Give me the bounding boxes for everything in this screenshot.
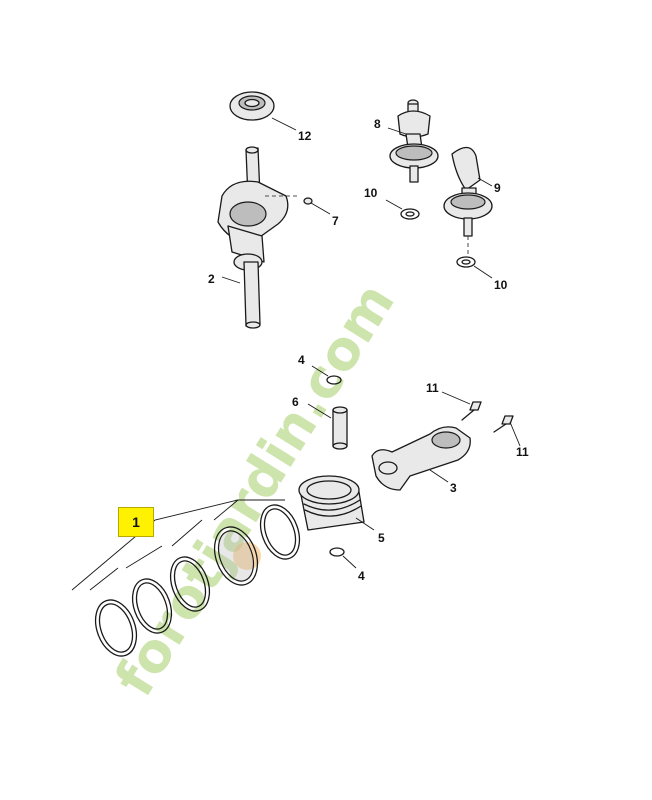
circlip-part-4-b xyxy=(329,547,357,569)
washer-part-10-a xyxy=(385,199,420,220)
piston-part-5 xyxy=(298,475,375,531)
key-part-7 xyxy=(303,197,331,215)
callout-3[interactable]: 3 xyxy=(450,481,457,495)
callout-11-a[interactable]: 11 xyxy=(426,381,439,395)
callout-6[interactable]: 6 xyxy=(292,395,299,409)
circlip-part-4-a xyxy=(311,365,342,385)
watermark: forotjardin.com xyxy=(103,272,407,707)
balance-shaft-part-9 xyxy=(443,146,493,256)
piston-pin-part-6 xyxy=(307,403,348,450)
callout-10-a[interactable]: 10 xyxy=(364,186,378,200)
callout-11-b[interactable]: 11 xyxy=(516,445,529,459)
callout-4-b[interactable]: 4 xyxy=(358,569,365,583)
bolt-part-11-a xyxy=(441,391,482,421)
washer-part-10-b xyxy=(456,256,493,279)
balance-shaft-part-8 xyxy=(387,99,439,183)
bolt-part-11-b xyxy=(493,415,521,447)
connecting-rod-part-3 xyxy=(371,426,471,491)
bearing-part-12 xyxy=(229,91,297,131)
callout-1-highlight[interactable]: 1 xyxy=(118,507,154,537)
callout-8[interactable]: 8 xyxy=(374,117,381,131)
watermark-text: forotjardin.com xyxy=(103,272,407,707)
callout-9[interactable]: 9 xyxy=(494,181,501,195)
callout-2[interactable]: 2 xyxy=(208,272,215,286)
callout-10-b[interactable]: 10 xyxy=(494,278,508,292)
crankshaft-part-2 xyxy=(217,146,300,329)
callout-4-a[interactable]: 4 xyxy=(298,353,305,367)
callout-5[interactable]: 5 xyxy=(378,531,385,545)
callout-7[interactable]: 7 xyxy=(332,214,339,228)
callout-12[interactable]: 12 xyxy=(298,129,312,143)
